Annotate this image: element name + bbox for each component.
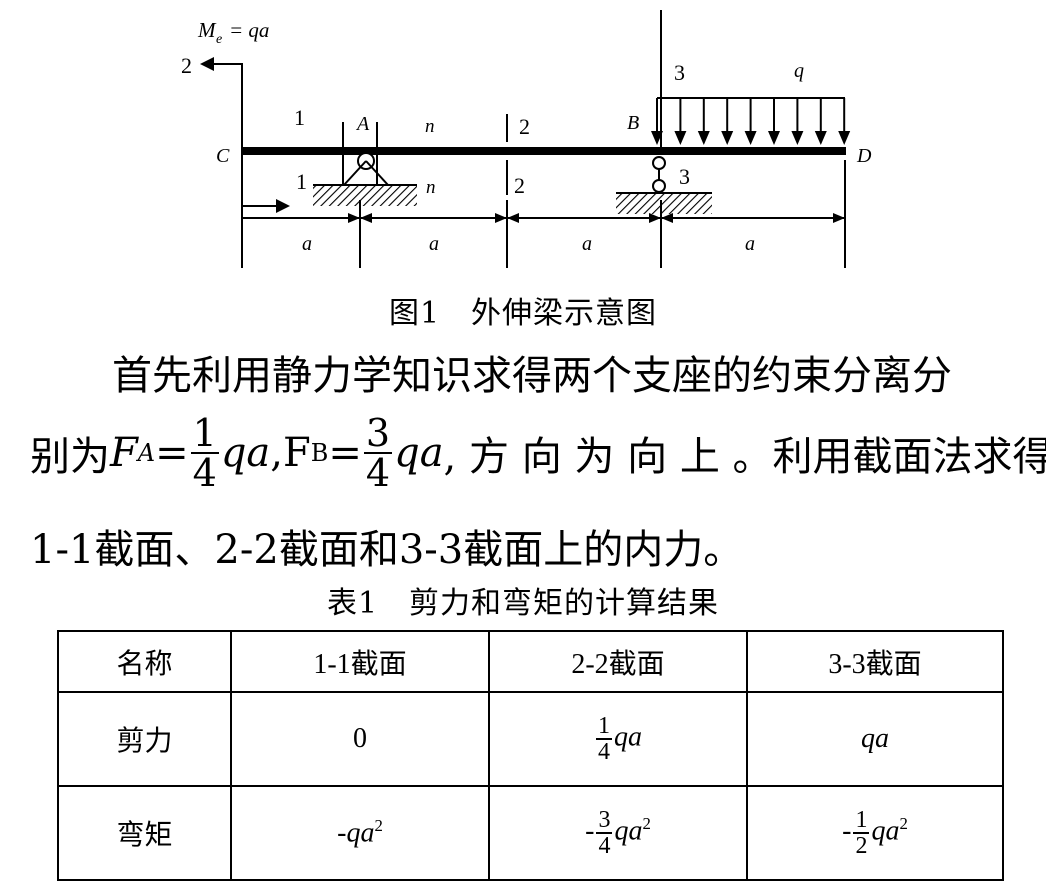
dim-a-2: a: [429, 233, 439, 255]
load-arrow-head: [651, 131, 663, 145]
section-3-3: 3 3: [660, 10, 690, 189]
moment-1: -qa2: [230, 785, 490, 881]
svg-text:1: 1: [294, 105, 305, 130]
support-A: A: [313, 113, 417, 206]
dim-a-4: a: [745, 233, 755, 255]
fraction-FA: 1 4: [190, 411, 219, 495]
table-caption: 表1 剪力和弯矩的计算结果: [326, 586, 720, 621]
shear-3: qa: [746, 691, 1004, 787]
row-label-moment: 弯矩: [57, 785, 232, 881]
paragraph-line-3: 1-1截面、2-2截面和3-3截面上的内力。: [30, 527, 744, 573]
label-q: q: [794, 60, 804, 82]
load-arrow-head: [791, 131, 804, 145]
svg-text:2: 2: [181, 53, 192, 78]
svg-text:3: 3: [679, 164, 690, 189]
row-label-shear: 剪力: [57, 691, 232, 787]
header-name: 名称: [57, 630, 232, 693]
load-arrow-head: [768, 131, 780, 145]
svg-text:1: 1: [296, 169, 307, 194]
section-2-2: 2 2: [506, 114, 530, 198]
paragraph-line-1: 首先利用静力学知识求得两个支座的约束分离分: [112, 353, 952, 399]
label-B: B: [627, 112, 639, 134]
dim-a-1: a: [302, 233, 312, 255]
header-section-1: 1-1截面: [230, 630, 490, 693]
label-n-top: n: [425, 116, 435, 137]
load-arrow-head: [721, 131, 734, 145]
section-1-1: 1 1: [294, 105, 344, 194]
fraction-FB: 3 4: [363, 411, 393, 495]
svg-text:e: e: [216, 32, 222, 47]
svg-text:M: M: [197, 18, 217, 42]
support-B: [616, 156, 712, 214]
shear-1: 0: [230, 691, 490, 787]
header-section-3: 3-3截面: [746, 630, 1004, 693]
load-arrow-head: [814, 131, 827, 145]
label-D: D: [856, 145, 872, 167]
axis-arrow: [242, 199, 290, 213]
load-arrow-head: [697, 131, 710, 145]
load-arrow-head: [838, 131, 851, 145]
header-section-2: 2-2截面: [488, 630, 748, 693]
beam: [241, 147, 846, 155]
label-n-bottom: n: [426, 177, 436, 198]
figure-caption: 图1 外伸梁示意图: [388, 296, 658, 331]
load-arrow-head: [744, 131, 757, 145]
label-C: C: [216, 145, 230, 167]
svg-text:= qa: = qa: [229, 18, 269, 42]
moment-label: M e = qa: [197, 18, 269, 47]
load-arrow-head: [674, 131, 687, 145]
svg-text:2: 2: [519, 114, 530, 139]
table-header-row: 名称 1-1截面 2-2截面 3-3截面: [57, 630, 1004, 693]
dimension-lines: a a a a: [241, 150, 846, 268]
svg-text:2: 2: [514, 173, 525, 198]
beam-figure: M e = qa 2 C D 1 1 A n n 2 2 3: [181, 10, 872, 268]
dim-a-3: a: [582, 233, 592, 255]
label-A: A: [355, 113, 370, 135]
moment-arrow: 2: [181, 53, 243, 150]
svg-text:3: 3: [674, 60, 685, 85]
distributed-load: q: [651, 60, 851, 145]
